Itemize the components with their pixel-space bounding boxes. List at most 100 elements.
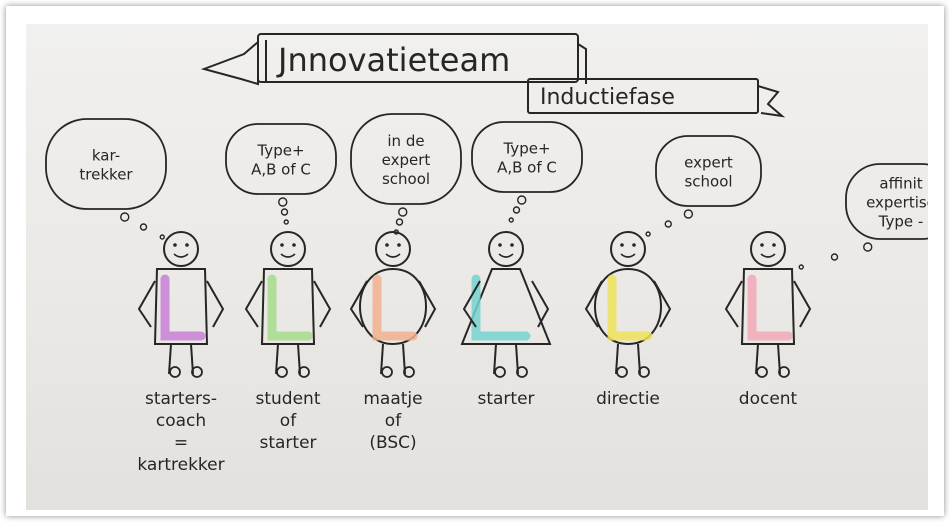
role-text: starter (477, 389, 534, 409)
role-text: directie (596, 389, 660, 409)
figure-leg (168, 343, 172, 375)
figure-color-mark (160, 274, 206, 341)
figure-foot (191, 366, 203, 378)
figure-foot (756, 366, 768, 378)
figure-leg (493, 343, 497, 375)
figure-arm (206, 280, 225, 328)
figure-arm (313, 280, 332, 328)
figure-eye (173, 243, 177, 247)
role-text: of (385, 411, 402, 431)
thought-cloud-outline (471, 121, 583, 193)
figure-color-mark (747, 274, 793, 341)
role-label: starters-coach=kartrekker (137, 389, 224, 475)
thought-dot (398, 207, 408, 217)
thought-dot (283, 219, 289, 225)
thought-dot (664, 220, 672, 228)
thought-cloud-outline (225, 123, 337, 195)
figure-leg (275, 343, 279, 375)
stick-figure (137, 231, 225, 378)
thought-bubble: Type+A,B of C (471, 121, 583, 223)
figure-head (163, 231, 199, 267)
figure-smile (385, 253, 401, 258)
thought-dot (517, 195, 527, 205)
figure-foot (298, 366, 310, 378)
figure-smile (760, 253, 776, 258)
thought-cloud-outline (350, 113, 462, 205)
thought-dot (278, 197, 288, 207)
role-text: coach (156, 411, 206, 431)
figure-smile (498, 253, 514, 258)
figure-eye (185, 243, 189, 247)
stick-figure (724, 231, 812, 378)
figure-body (740, 268, 796, 345)
whiteboard-drawing: Jnnovatieteam Inductiefase kar-trekkerTy… (45, 33, 928, 475)
figure-head (375, 231, 411, 267)
figure-eye (280, 243, 284, 247)
figure-foot (778, 366, 790, 378)
figure-foot (516, 366, 528, 378)
role-text: of (280, 411, 297, 431)
thought-text: Type+ (502, 140, 550, 158)
banner-subtitle: Inductiefase (540, 85, 675, 110)
banner-title: Jnnovatieteam (276, 41, 510, 79)
role-text: docent (739, 389, 798, 409)
thought-dot (830, 253, 839, 261)
thought-text: in de (387, 132, 424, 150)
role-text: = (174, 433, 188, 453)
figure-head (270, 231, 306, 267)
title-banner (200, 33, 587, 86)
figure-foot (276, 366, 288, 378)
figure-eye (632, 243, 636, 247)
thought-text: A,B of C (497, 159, 557, 177)
thought-text: school (684, 173, 732, 191)
thought-dot (683, 209, 694, 219)
figure-body (153, 268, 209, 345)
stick-figure (584, 231, 672, 378)
figure-foot (381, 366, 393, 378)
thought-text: expertise (866, 194, 928, 212)
thought-text: Type - (878, 213, 924, 231)
thought-text: expert (684, 154, 733, 172)
figure-eye (292, 243, 296, 247)
figure-smile (280, 253, 296, 258)
figure-smile (173, 253, 189, 258)
figure-smile (620, 253, 636, 258)
role-text: starters- (145, 389, 217, 409)
thought-dot (120, 212, 130, 222)
thought-dot (395, 218, 404, 226)
thought-dot (645, 231, 651, 237)
figure-arm (724, 280, 743, 328)
figure-foot (169, 366, 181, 378)
figure-color-mark (471, 274, 531, 341)
thought-dot (280, 208, 289, 216)
stick-figure (460, 231, 552, 378)
stick-figure (349, 231, 437, 378)
role-label: directie (596, 389, 660, 409)
thought-bubble: kar-trekker (45, 118, 167, 240)
role-text: student (256, 389, 321, 409)
figure-foot (616, 366, 628, 378)
thought-text: kar- (92, 147, 120, 165)
figure-color-mark (267, 274, 313, 341)
figure-arm (793, 280, 812, 328)
figure-arm (137, 280, 156, 328)
figure-head (610, 231, 646, 267)
thought-cloud-outline (45, 118, 167, 210)
figure-body (260, 268, 316, 345)
figure-color-mark (607, 274, 653, 341)
thought-text: trekker (79, 166, 133, 184)
figure-head (488, 231, 524, 267)
thought-dot (139, 223, 148, 231)
figure-arm (418, 280, 437, 328)
role-label: docent (739, 389, 798, 409)
figure-eye (620, 243, 624, 247)
thought-text: A,B of C (251, 161, 311, 179)
thought-text: expert (382, 151, 431, 169)
figure-eye (772, 243, 776, 247)
thought-dot (512, 206, 521, 214)
figure-foot (494, 366, 506, 378)
figure-arm (462, 280, 481, 328)
